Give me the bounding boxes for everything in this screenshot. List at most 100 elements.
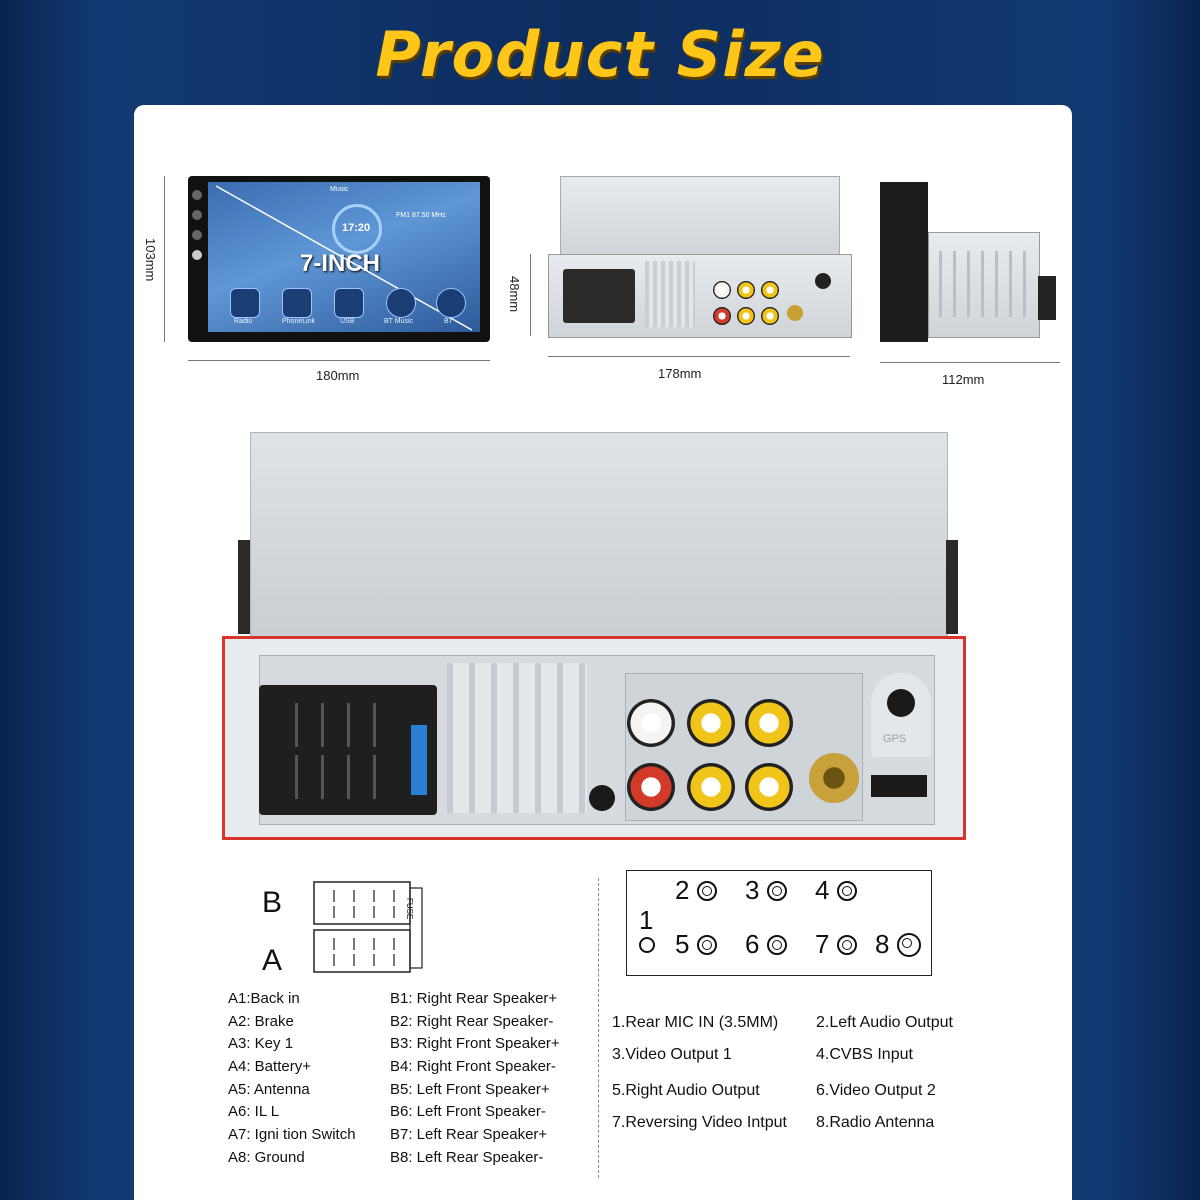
app-label-bt: BT [444, 318, 453, 325]
fuse-label: FUSE [405, 898, 414, 920]
rca-reverse-video [745, 763, 793, 811]
diagonal-line [208, 182, 480, 332]
detail-right-flange [946, 540, 958, 634]
side-vents [939, 251, 1029, 317]
fuse-icon [411, 725, 427, 795]
radio-frequency: FM1 87.50 MHz [396, 212, 446, 219]
app-label-usb: USB [340, 318, 355, 325]
iso-connector-small [563, 269, 635, 323]
side-front-face [880, 182, 928, 342]
rca-port-small-4 [713, 307, 731, 325]
detail-chassis-top [250, 432, 948, 642]
bt-app-icon [436, 288, 466, 318]
port-number-8: 8 [875, 929, 890, 959]
radio-app-icon [230, 288, 260, 318]
rca-video-out-1 [687, 699, 735, 747]
legend-port-7: 7.Reversing Video Intput [612, 1114, 787, 1131]
port-4-icon [837, 881, 857, 901]
side-rear-connector [1038, 276, 1056, 320]
rca-port-small-1 [713, 281, 731, 299]
bt-music-app-icon [386, 288, 416, 318]
power-button-icon [192, 190, 202, 200]
side-depth-label: 112mm [942, 372, 985, 387]
front-width-label: 180mm [316, 368, 360, 383]
front-width-line [188, 360, 490, 361]
rca-port-small-2 [737, 281, 755, 299]
gps-label: GPS [883, 733, 907, 745]
volume-knob-icon [192, 250, 202, 260]
rear-chassis-top [560, 176, 840, 258]
app-label-radio: Radio [234, 318, 253, 325]
screen-display: Music FM1 87.50 MHz 17:20 7-INCH Radio P… [208, 182, 480, 332]
rca-video-out-2 [687, 763, 735, 811]
iso-pins-bottom [295, 755, 399, 799]
clock-dial-icon [332, 204, 382, 254]
port-schematic: 2 3 4 1 5 6 7 8 [626, 870, 932, 976]
clock-time: 17:20 [342, 222, 371, 234]
rca-cvbs-in [745, 699, 793, 747]
iso-schematic [310, 880, 424, 976]
usb-app-icon [334, 288, 364, 318]
heatsink [447, 663, 587, 813]
side-chassis [928, 232, 1040, 338]
legend-port-8: 8.Radio Antenna [816, 1114, 935, 1131]
front-height-line [164, 176, 165, 342]
port-number-1: 1 [639, 905, 654, 935]
side-depth-line [880, 362, 1060, 363]
rear-panel-small [548, 254, 852, 338]
radio-antenna-port [809, 753, 859, 803]
port-3-icon [767, 881, 787, 901]
wiring-a2: A2: Brake [228, 1013, 294, 1030]
gps-port-small [815, 273, 831, 289]
port-7-icon [837, 935, 857, 955]
rear-height-label: 48mm [507, 276, 522, 313]
screen-size-label: 7-INCH [300, 250, 381, 277]
home-button-icon [192, 210, 202, 220]
port-1-icon [639, 937, 655, 953]
port-number-4: 4 [815, 875, 830, 905]
front-screen-view: Music FM1 87.50 MHz 17:20 7-INCH Radio P… [188, 176, 490, 342]
wiring-b3: B3: Right Front Speaker+ [390, 1035, 560, 1052]
app-label-bt-music: BT Music [384, 318, 414, 325]
detail-left-flange [238, 540, 250, 634]
port-number-7: 7 [815, 929, 830, 959]
status-label: Music [330, 186, 349, 193]
legend-port-6: 6.Video Output 2 [816, 1082, 936, 1099]
port-number-6: 6 [745, 929, 760, 959]
wiring-b8: B8: Left Rear Speaker- [390, 1149, 544, 1166]
rca-port-small-5 [737, 307, 755, 325]
row-b-label: B [262, 886, 283, 919]
heatsink-small [645, 261, 695, 327]
wiring-a7: A7: Igni tion Switch [228, 1126, 356, 1143]
wiring-a8: A8: Ground [228, 1149, 305, 1166]
mic-jack [589, 785, 615, 811]
port-5-icon [697, 935, 717, 955]
rca-port-small-6 [761, 307, 779, 325]
back-button-icon [192, 230, 202, 240]
wiring-b5: B5: Left Front Speaker+ [390, 1081, 550, 1098]
legend-port-1: 1.Rear MIC IN (3.5MM) [612, 1014, 779, 1031]
app-label-phonelink: PhoneLink [282, 318, 316, 325]
wiring-a1: A1:Back in [228, 990, 300, 1007]
section-divider [598, 878, 599, 1178]
legend-port-5: 5.Right Audio Output [612, 1082, 760, 1099]
wiring-a3: A3: Key 1 [228, 1035, 294, 1052]
rear-height-line [530, 254, 531, 336]
legend-port-4: 4.CVBS Input [816, 1046, 913, 1063]
rca-port-small-3 [761, 281, 779, 299]
wiring-a5: A5: Antenna [228, 1081, 310, 1098]
port-6-icon [767, 935, 787, 955]
row-a-label: A [262, 944, 283, 977]
rear-width-line [548, 356, 850, 357]
wiring-b1: B1: Right Rear Speaker+ [390, 990, 558, 1007]
legend-port-2: 2.Left Audio Output [816, 1014, 953, 1031]
detail-rear-panel: GPS [222, 636, 966, 840]
port-number-3: 3 [745, 875, 760, 905]
wiring-b2: B2: Right Rear Speaker- [390, 1013, 554, 1030]
gps-port-icon [887, 689, 915, 717]
wiring-b7: B7: Left Rear Speaker+ [390, 1126, 548, 1143]
wiring-b4: B4: Right Front Speaker- [390, 1058, 556, 1075]
rca-right-audio [627, 763, 675, 811]
port-number-5: 5 [675, 929, 690, 959]
page-title: Product Size [375, 18, 825, 91]
